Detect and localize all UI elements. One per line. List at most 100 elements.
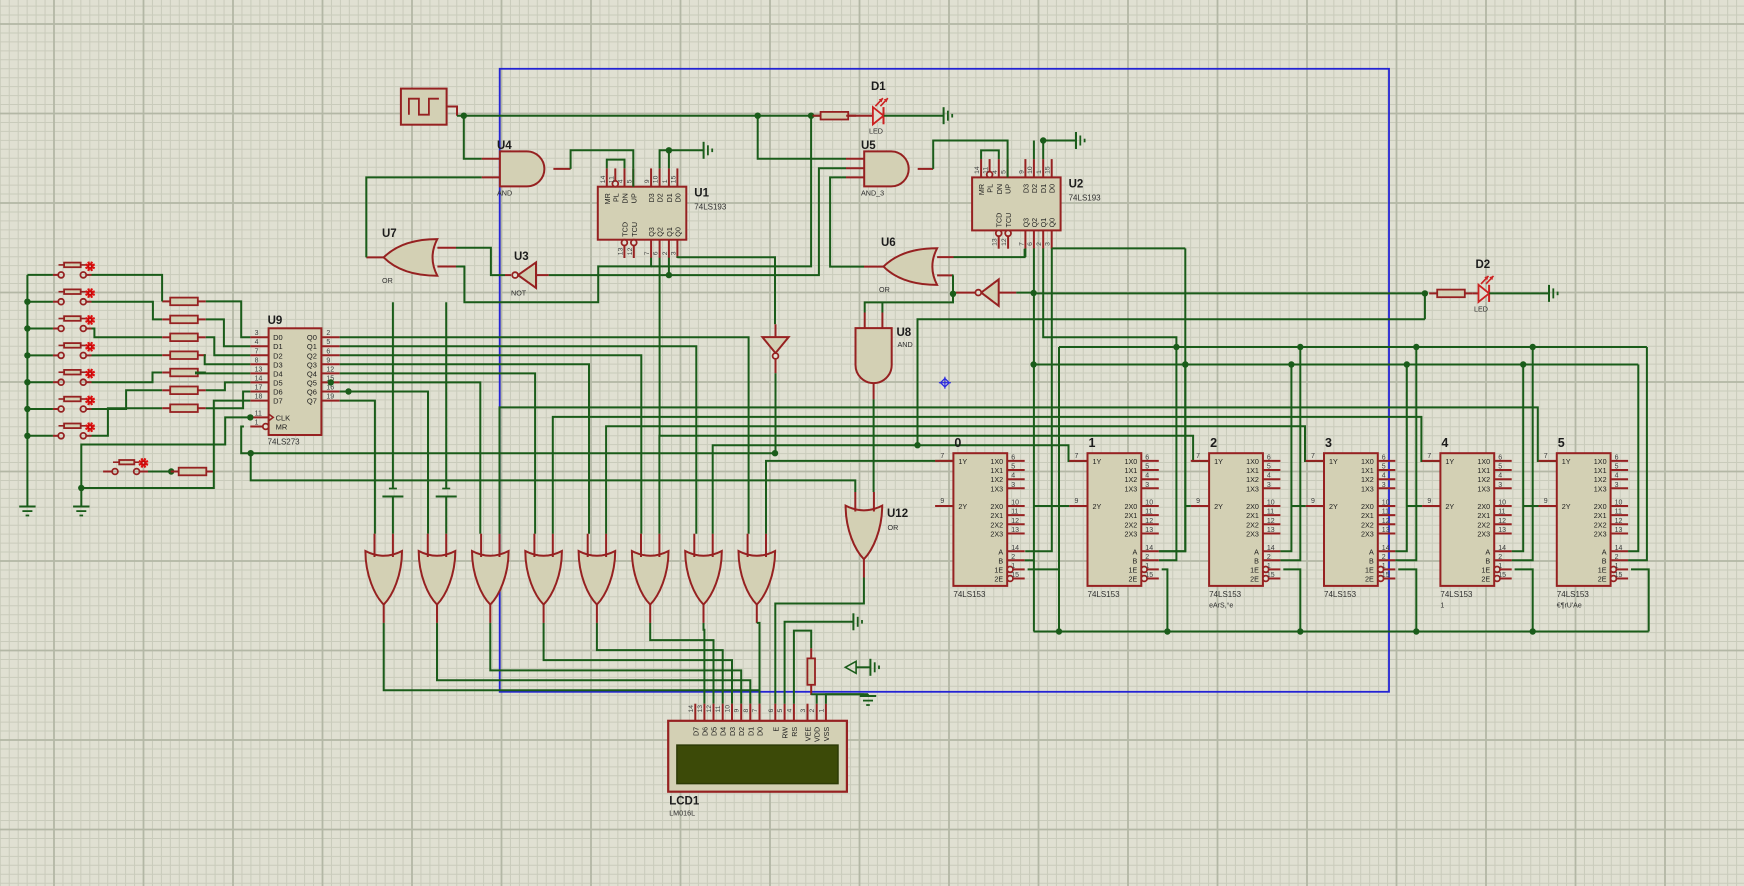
svg-text:CLK: CLK bbox=[276, 413, 291, 422]
svg-text:10: 10 bbox=[1498, 500, 1506, 507]
svg-text:9: 9 bbox=[1311, 498, 1315, 505]
svg-text:1X1: 1X1 bbox=[1477, 466, 1490, 475]
svg-text:2: 2 bbox=[1210, 436, 1217, 450]
svg-text:2X3: 2X3 bbox=[1477, 530, 1490, 539]
svg-text:2Y: 2Y bbox=[958, 502, 967, 511]
svg-text:4: 4 bbox=[1441, 436, 1448, 450]
svg-text:12: 12 bbox=[1011, 518, 1019, 525]
svg-text:12: 12 bbox=[627, 247, 634, 255]
svg-text:Q1: Q1 bbox=[307, 342, 317, 351]
svg-text:2: 2 bbox=[1011, 554, 1015, 561]
svg-text:D1: D1 bbox=[665, 193, 674, 202]
svg-text:1: 1 bbox=[1382, 563, 1386, 570]
svg-text:2X0: 2X0 bbox=[1246, 502, 1259, 511]
svg-text:5: 5 bbox=[777, 709, 784, 713]
svg-text:2: 2 bbox=[1382, 554, 1386, 561]
svg-text:14: 14 bbox=[255, 375, 263, 382]
svg-text:13: 13 bbox=[617, 247, 624, 255]
svg-text:OR: OR bbox=[888, 523, 899, 532]
svg-text:2: 2 bbox=[1615, 554, 1619, 561]
svg-text:D2: D2 bbox=[656, 193, 665, 202]
svg-text:9: 9 bbox=[1427, 498, 1431, 505]
svg-text:A: A bbox=[1254, 547, 1259, 556]
svg-text:74LS153: 74LS153 bbox=[1088, 590, 1121, 599]
svg-text:1Y: 1Y bbox=[1093, 457, 1102, 466]
svg-text:D7: D7 bbox=[273, 397, 283, 406]
svg-text:10: 10 bbox=[1615, 500, 1623, 507]
svg-text:D0: D0 bbox=[1048, 184, 1057, 193]
svg-text:2X2: 2X2 bbox=[1477, 520, 1490, 529]
svg-text:7: 7 bbox=[1075, 453, 1079, 460]
svg-text:1: 1 bbox=[255, 420, 259, 427]
svg-text:2X1: 2X1 bbox=[1125, 511, 1138, 520]
svg-text:10: 10 bbox=[1145, 500, 1153, 507]
svg-text:D2: D2 bbox=[273, 351, 283, 360]
svg-text:5: 5 bbox=[1498, 464, 1502, 471]
svg-text:5: 5 bbox=[1001, 170, 1008, 174]
svg-text:D6: D6 bbox=[700, 727, 709, 736]
svg-text:2E: 2E bbox=[1365, 575, 1374, 584]
svg-text:5: 5 bbox=[1267, 464, 1271, 471]
svg-text:15: 15 bbox=[1045, 166, 1052, 174]
svg-text:1E: 1E bbox=[1129, 565, 1138, 574]
svg-text:U6: U6 bbox=[881, 237, 896, 249]
svg-text:D7: D7 bbox=[691, 727, 700, 736]
svg-text:2Y: 2Y bbox=[1093, 502, 1102, 511]
svg-text:1X0: 1X0 bbox=[1361, 457, 1374, 466]
svg-text:13: 13 bbox=[1615, 527, 1623, 534]
svg-text:9: 9 bbox=[940, 498, 944, 505]
svg-text:1: 1 bbox=[818, 709, 825, 713]
svg-text:Q2: Q2 bbox=[307, 351, 317, 360]
svg-text:7: 7 bbox=[1544, 453, 1548, 460]
svg-text:MR: MR bbox=[603, 193, 612, 204]
svg-text:Q3: Q3 bbox=[647, 227, 656, 237]
svg-text:3: 3 bbox=[1011, 482, 1015, 489]
svg-text:DN: DN bbox=[995, 184, 1004, 194]
svg-text:0: 0 bbox=[954, 436, 961, 450]
svg-text:12: 12 bbox=[1498, 518, 1506, 525]
svg-text:TCD: TCD bbox=[620, 222, 629, 237]
svg-text:5: 5 bbox=[326, 339, 330, 346]
svg-text:14: 14 bbox=[1145, 545, 1153, 552]
svg-text:1X1: 1X1 bbox=[1125, 466, 1138, 475]
svg-text:eArS,°e: eArS,°e bbox=[1209, 601, 1233, 609]
svg-text:2X2: 2X2 bbox=[1594, 520, 1607, 529]
svg-text:9: 9 bbox=[1544, 498, 1548, 505]
svg-text:Q4: Q4 bbox=[307, 369, 317, 378]
svg-text:2X0: 2X0 bbox=[1125, 502, 1138, 511]
svg-text:1Y: 1Y bbox=[1214, 457, 1223, 466]
svg-text:15: 15 bbox=[326, 375, 334, 382]
svg-text:1X0: 1X0 bbox=[1246, 457, 1259, 466]
svg-text:AND_3: AND_3 bbox=[861, 189, 884, 198]
svg-text:2X0: 2X0 bbox=[1477, 502, 1490, 511]
svg-text:4: 4 bbox=[1145, 473, 1149, 480]
svg-text:D3: D3 bbox=[728, 727, 737, 736]
svg-text:7: 7 bbox=[255, 348, 259, 355]
svg-text:1: 1 bbox=[662, 179, 669, 183]
svg-text:1X1: 1X1 bbox=[1246, 466, 1259, 475]
svg-text:B: B bbox=[998, 556, 1003, 565]
svg-text:2Y: 2Y bbox=[1214, 502, 1223, 511]
svg-text:16: 16 bbox=[326, 385, 334, 392]
svg-text:14: 14 bbox=[1382, 545, 1390, 552]
svg-text:UP: UP bbox=[1004, 184, 1013, 194]
svg-text:14: 14 bbox=[1011, 545, 1019, 552]
svg-text:6: 6 bbox=[768, 709, 775, 713]
svg-text:4: 4 bbox=[1011, 473, 1015, 480]
svg-text:74LS193: 74LS193 bbox=[694, 203, 727, 212]
svg-text:14: 14 bbox=[974, 166, 981, 174]
svg-text:15: 15 bbox=[1498, 572, 1506, 579]
svg-text:B: B bbox=[1133, 556, 1138, 565]
svg-text:6: 6 bbox=[1011, 454, 1015, 461]
svg-text:2X1: 2X1 bbox=[1594, 511, 1607, 520]
svg-text:11: 11 bbox=[983, 167, 990, 174]
svg-text:15: 15 bbox=[670, 175, 677, 183]
svg-text:1X0: 1X0 bbox=[1125, 457, 1138, 466]
svg-text:12: 12 bbox=[1615, 518, 1623, 525]
svg-text:2X3: 2X3 bbox=[990, 530, 1003, 539]
svg-text:Q0: Q0 bbox=[673, 227, 682, 237]
svg-text:TCD: TCD bbox=[995, 213, 1004, 228]
svg-text:2: 2 bbox=[1498, 554, 1502, 561]
svg-text:AND: AND bbox=[497, 189, 512, 198]
svg-text:LED: LED bbox=[1474, 305, 1488, 314]
